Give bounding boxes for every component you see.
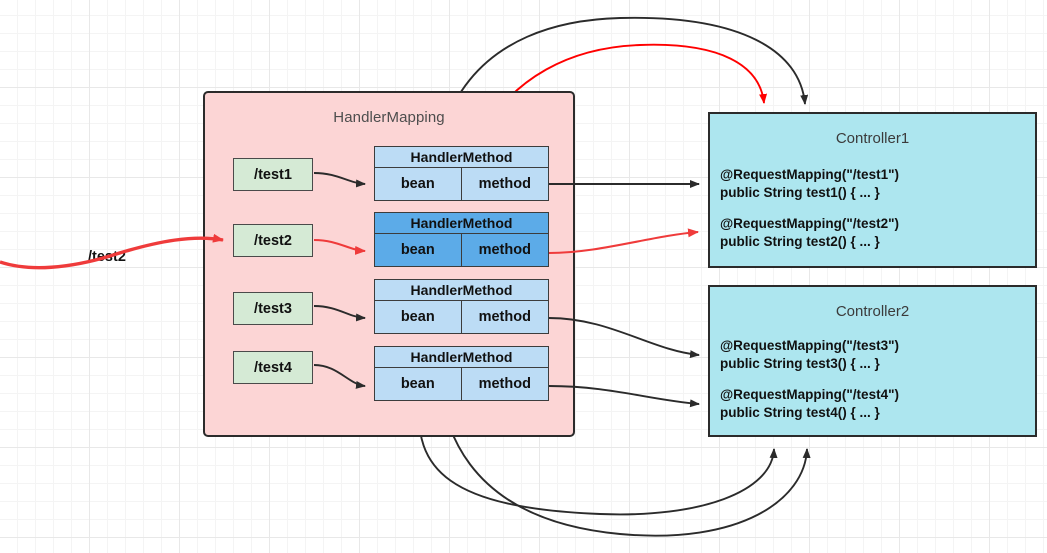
controller1-title: Controller1 — [835, 130, 910, 147]
handler-method-2-bean[interactable]: bean — [375, 234, 462, 266]
handler-method-2-header: HandlerMethod — [375, 213, 548, 234]
controller2-box: Controller2 @RequestMapping("/test3") pu… — [708, 285, 1037, 437]
handler-method-3-cells: bean method — [375, 301, 548, 333]
incoming-request-label: /test2 — [88, 249, 126, 265]
controller2-handler1-annotation: @RequestMapping("/test3") — [720, 338, 899, 353]
handler-method-2-method[interactable]: method — [478, 242, 531, 258]
controller1-handler1-annotation: @RequestMapping("/test1") — [720, 167, 899, 182]
handler-method-1[interactable]: HandlerMethod bean method — [374, 146, 549, 201]
handler-method-1-header: HandlerMethod — [375, 147, 548, 168]
handler-method-2[interactable]: HandlerMethod bean method — [374, 212, 549, 267]
path-box-test1[interactable]: /test1 — [233, 158, 313, 191]
controller1-handler2-signature: public String test2() { ... } — [720, 234, 880, 249]
handler-method-4-cells: bean method — [375, 368, 548, 400]
path-box-test2[interactable]: /test2 — [233, 224, 313, 257]
handler-method-3-bean[interactable]: bean — [375, 301, 462, 333]
controller1-handler2-annotation: @RequestMapping("/test2") — [720, 216, 899, 231]
handler-method-3-header: HandlerMethod — [375, 280, 548, 301]
controller1-handler1-signature: public String test1() { ... } — [720, 185, 880, 200]
path-box-test4[interactable]: /test4 — [233, 351, 313, 384]
handler-method-4-header: HandlerMethod — [375, 347, 548, 368]
handler-method-1-bean[interactable]: bean — [375, 168, 462, 200]
handler-method-1-cells: bean method — [375, 168, 548, 200]
handler-mapping-title: HandlerMapping — [333, 109, 445, 126]
handler-method-3[interactable]: HandlerMethod bean method — [374, 279, 549, 334]
handler-method-3-method[interactable]: method — [478, 309, 531, 325]
controller1-box: Controller1 @RequestMapping("/test1") pu… — [708, 112, 1037, 268]
handler-method-4[interactable]: HandlerMethod bean method — [374, 346, 549, 401]
handler-method-4-method[interactable]: method — [478, 376, 531, 392]
path-box-test3[interactable]: /test3 — [233, 292, 313, 325]
handler-method-4-bean[interactable]: bean — [375, 368, 462, 400]
controller2-handler2-signature: public String test4() { ... } — [720, 405, 880, 420]
controller2-handler1-signature: public String test3() { ... } — [720, 356, 880, 371]
handler-method-2-cells: bean method — [375, 234, 548, 266]
controller2-handler2-annotation: @RequestMapping("/test4") — [720, 387, 899, 402]
handler-method-1-method[interactable]: method — [478, 176, 531, 192]
controller2-title: Controller2 — [835, 303, 910, 320]
